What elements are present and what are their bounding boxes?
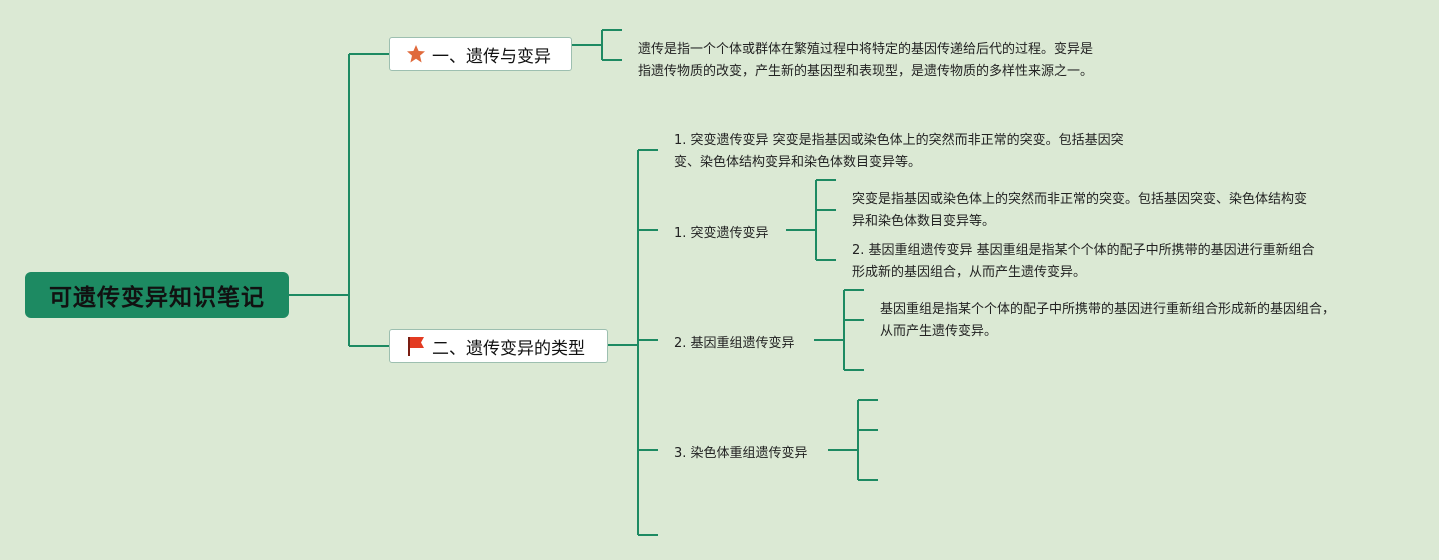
- detail-line: 2. 基因重组遗传变异 基因重组是指某个个体的配子中所携带的基因进行重新组合: [852, 243, 1315, 258]
- item-recombination-label[interactable]: 2. 基因重组遗传变异: [674, 336, 795, 351]
- mutation-detail: 突变是指基因或染色体上的突然而非正常的突变。包括基因突变、染色体结构变 异和染色…: [852, 189, 1307, 233]
- branch1-text-line: 遗传是指一个个体或群体在繁殖过程中将特定的基因传递给后代的过程。变异是: [638, 42, 1094, 57]
- detail-line: 异和染色体数目变异等。: [852, 214, 996, 229]
- recombination-detail: 基因重组是指某个个体的配子中所携带的基因进行重新组合形成新的基因组合， 从而产生…: [880, 299, 1335, 343]
- branch1-text-line: 指遗传物质的改变，产生新的基因型和表现型，是遗传物质的多样性来源之一。: [638, 64, 1094, 79]
- root-topic[interactable]: 可遗传变异知识笔记: [25, 272, 289, 318]
- branch-variation-types[interactable]: 二、遗传变异的类型: [389, 329, 608, 363]
- star-icon: [406, 44, 426, 64]
- detail-line: 基因重组是指某个个体的配子中所携带的基因进行重新组合形成新的基因组合，: [880, 302, 1336, 317]
- flag-icon: [406, 335, 426, 357]
- branch-genetics-variation[interactable]: 一、遗传与变异: [389, 37, 572, 71]
- item-chromosome-label[interactable]: 3. 染色体重组遗传变异: [674, 446, 808, 461]
- branch1-description: 遗传是指一个个体或群体在繁殖过程中将特定的基因传递给后代的过程。变异是 指遗传物…: [638, 39, 1093, 83]
- root-title: 可遗传变异知识笔记: [49, 285, 265, 311]
- branch2-title: 二、遗传变异的类型: [432, 338, 585, 359]
- branch2-intro: 1. 突变遗传变异 突变是指基因或染色体上的突然而非正常的突变。包括基因突 变、…: [674, 130, 1124, 174]
- branch1-title: 一、遗传与变异: [432, 46, 551, 67]
- detail-line: 从而产生遗传变异。: [880, 324, 998, 339]
- detail-line: 突变是指基因或染色体上的突然而非正常的突变。包括基因突变、染色体结构变: [852, 192, 1308, 207]
- detail-line: 形成新的基因组合，从而产生遗传变异。: [852, 265, 1087, 280]
- recombination-detail-sub: 2. 基因重组遗传变异 基因重组是指某个个体的配子中所携带的基因进行重新组合 形…: [852, 240, 1315, 284]
- item-mutation-label[interactable]: 1. 突变遗传变异: [674, 226, 769, 241]
- intro-line: 1. 突变遗传变异 突变是指基因或染色体上的突然而非正常的突变。包括基因突: [674, 133, 1124, 148]
- intro-line: 变、染色体结构变异和染色体数目变异等。: [674, 155, 922, 170]
